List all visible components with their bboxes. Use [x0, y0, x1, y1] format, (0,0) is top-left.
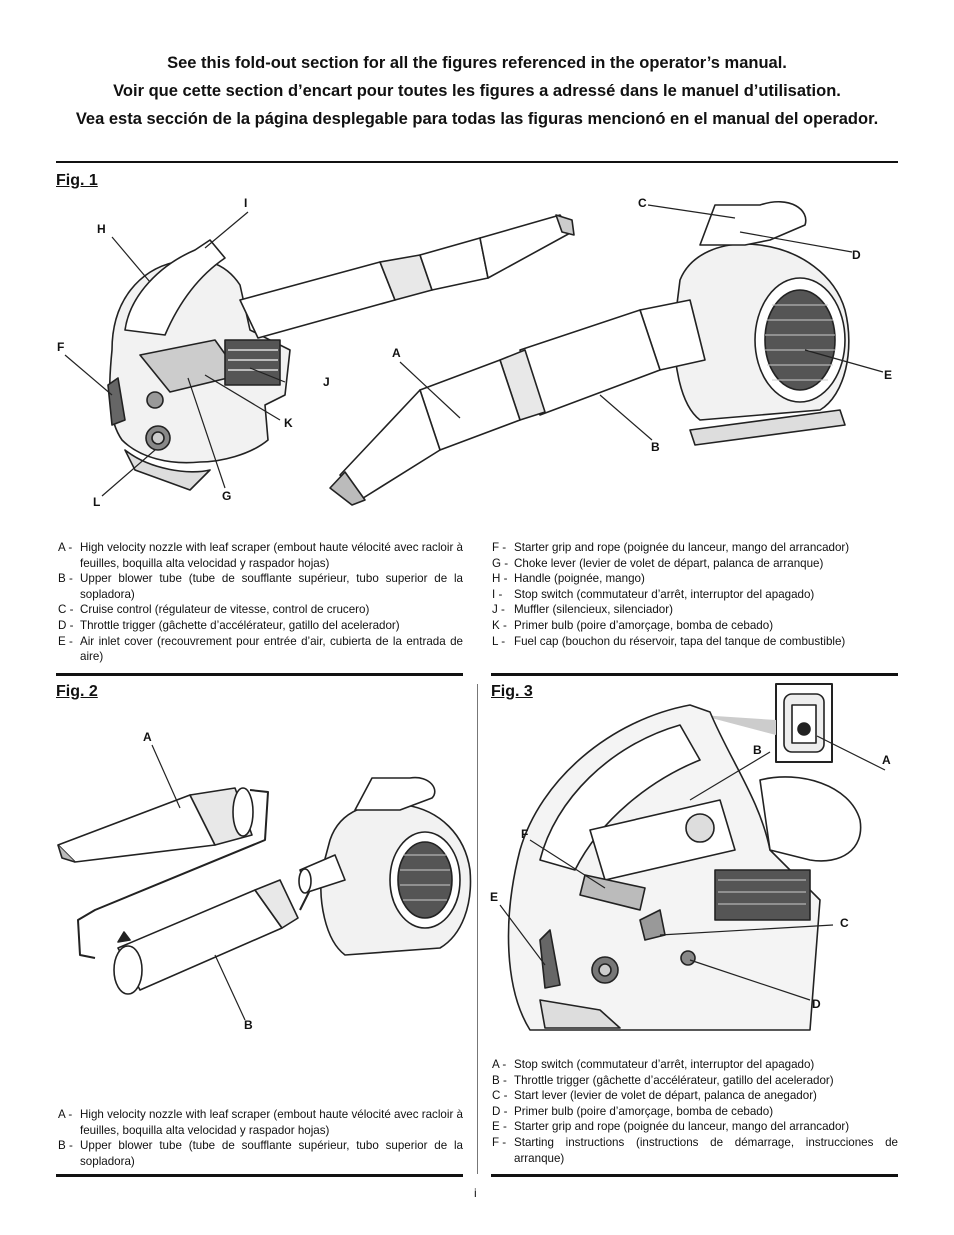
- fig1-callout-l: L: [93, 495, 101, 509]
- fig1-callout-h: H: [97, 222, 106, 236]
- divider-middle-right: [491, 673, 898, 676]
- page-number: i: [474, 1186, 477, 1200]
- fig1-callout-d: D: [852, 248, 861, 262]
- header-line-fr: Voir que cette section d’encart pour tou…: [113, 82, 841, 100]
- fig1-callout-k: K: [284, 416, 293, 430]
- fig1-callout-f: F: [57, 340, 65, 354]
- legend-item: B -Upper blower tube (tube de soufflante…: [58, 1139, 463, 1168]
- legend-item: G -Choke lever (levier de volet de dépar…: [492, 556, 824, 570]
- legend-item: A -Stop switch (commutateur d’arrêt, int…: [492, 1058, 815, 1071]
- fig3-callout-c: C: [840, 916, 849, 930]
- legend-item: J -Muffler (silencieux, silenciador): [492, 603, 673, 617]
- divider-vertical: [477, 684, 478, 1174]
- fig3-callout-f: F: [521, 827, 529, 841]
- fig3-callout-d: D: [812, 997, 821, 1011]
- legend-item: C -Cruise control (régulateur de vitesse…: [58, 603, 370, 617]
- legend-item: B -Throttle trigger (gâchette d’accéléra…: [492, 1073, 834, 1087]
- header-line-es: Vea esta sección de la página desplegabl…: [75, 110, 879, 128]
- fig2-callout-b: B: [244, 1018, 253, 1032]
- legend-item: D -Primer bulb (poire d’amorçage, bomba …: [492, 1104, 774, 1118]
- legend-item: H -Handle (poignée, mango): [492, 572, 645, 586]
- divider-bottom-left: [56, 1174, 463, 1177]
- fig1-callout-g: G: [222, 489, 232, 503]
- fig1-callout-i: I: [244, 196, 248, 210]
- legend-item: C -Start lever (levier de volet de dépar…: [492, 1089, 817, 1103]
- legend-item: I -Stop switch (commutateur d’arrêt, int…: [492, 587, 815, 601]
- fig2-callout-a: A: [143, 730, 152, 744]
- fig3-legend: A -Stop switch (commutateur d’arrêt, int…: [492, 1057, 898, 1166]
- legend-item: E -Air inlet cover (recouvrement pour en…: [58, 634, 463, 664]
- fig3-callout-a: A: [882, 753, 891, 767]
- fig1-title: Fig. 1: [56, 172, 98, 189]
- fig1-callout-c: C: [638, 196, 647, 210]
- legend-item: D -Throttle trigger (gâchette d’accéléra…: [58, 618, 400, 632]
- legend-item: B -Upper blower tube (tube de soufflante…: [58, 572, 463, 601]
- legend-item: L -Fuel cap (bouchon du réservoir, tapa …: [492, 634, 846, 648]
- legend-item: F -Starting instructions (instructions d…: [492, 1135, 898, 1165]
- legend-item: A -High velocity nozzle with leaf scrape…: [58, 541, 463, 570]
- divider-bottom-right: [491, 1174, 898, 1177]
- legend-item: F -Starter grip and rope (poignée du lan…: [492, 541, 850, 554]
- fig3-title: Fig. 3: [491, 683, 533, 700]
- legend-item: A -High velocity nozzle with leaf scrape…: [58, 1108, 463, 1137]
- fig1-callout-e: E: [884, 368, 893, 382]
- fig1-callout-a: A: [392, 346, 401, 360]
- fig1-callout-b: B: [651, 440, 660, 454]
- page-header: See this fold-out section for all the fi…: [56, 52, 898, 136]
- fig1-callout-j: J: [323, 375, 330, 389]
- fig2-title: Fig. 2: [56, 683, 98, 700]
- header-line-en: See this fold-out section for all the fi…: [167, 54, 787, 72]
- fig3-callout-b: B: [753, 743, 762, 757]
- divider-middle-left: [56, 673, 463, 676]
- legend-item: K -Primer bulb (poire d’amorçage, bomba …: [492, 618, 774, 632]
- fig2-legend: A -High velocity nozzle with leaf scrape…: [58, 1107, 463, 1169]
- fig1-legend-left: A -High velocity nozzle with leaf scrape…: [58, 540, 463, 665]
- fig1-legend-right: F -Starter grip and rope (poignée du lan…: [492, 540, 898, 649]
- fig3-callout-e: E: [490, 890, 499, 904]
- legend-item: E -Starter grip and rope (poignée du lan…: [492, 1120, 850, 1134]
- divider-top: [56, 161, 898, 163]
